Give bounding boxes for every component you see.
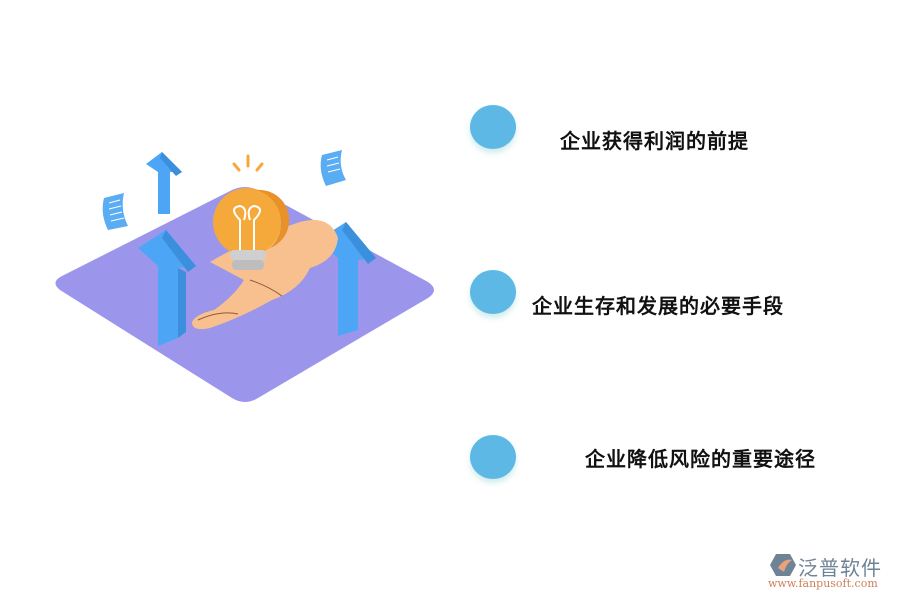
logo-name: 泛普软件 <box>798 556 882 580</box>
lightbulb-icon <box>213 154 290 270</box>
list-item: 企业获得利润的前提 <box>0 105 900 155</box>
bullet-dot <box>470 270 516 314</box>
bullet-dot <box>470 435 516 479</box>
logo-url: www.fanpusoft.com <box>768 577 878 590</box>
arrow-up-icon <box>138 230 196 346</box>
illustration-hand-lightbulb <box>55 150 435 402</box>
list-item: 企业降低风险的重要途径 <box>0 435 900 485</box>
document-icon <box>102 193 128 230</box>
brand-logo: 泛普软件 www.fanpusoft.com <box>768 552 898 596</box>
logo-mark-icon <box>770 554 796 576</box>
bullet-dot <box>470 105 516 149</box>
item-label: 企业生存和发展的必要手段 <box>532 294 784 318</box>
arrow-up-icon <box>146 152 182 214</box>
hand-icon <box>192 220 338 330</box>
list-item: 企业生存和发展的必要手段 <box>0 270 900 320</box>
document-icon <box>320 150 346 186</box>
item-label: 企业降低风险的重要途径 <box>585 447 816 471</box>
item-label: 企业获得利润的前提 <box>560 129 749 153</box>
